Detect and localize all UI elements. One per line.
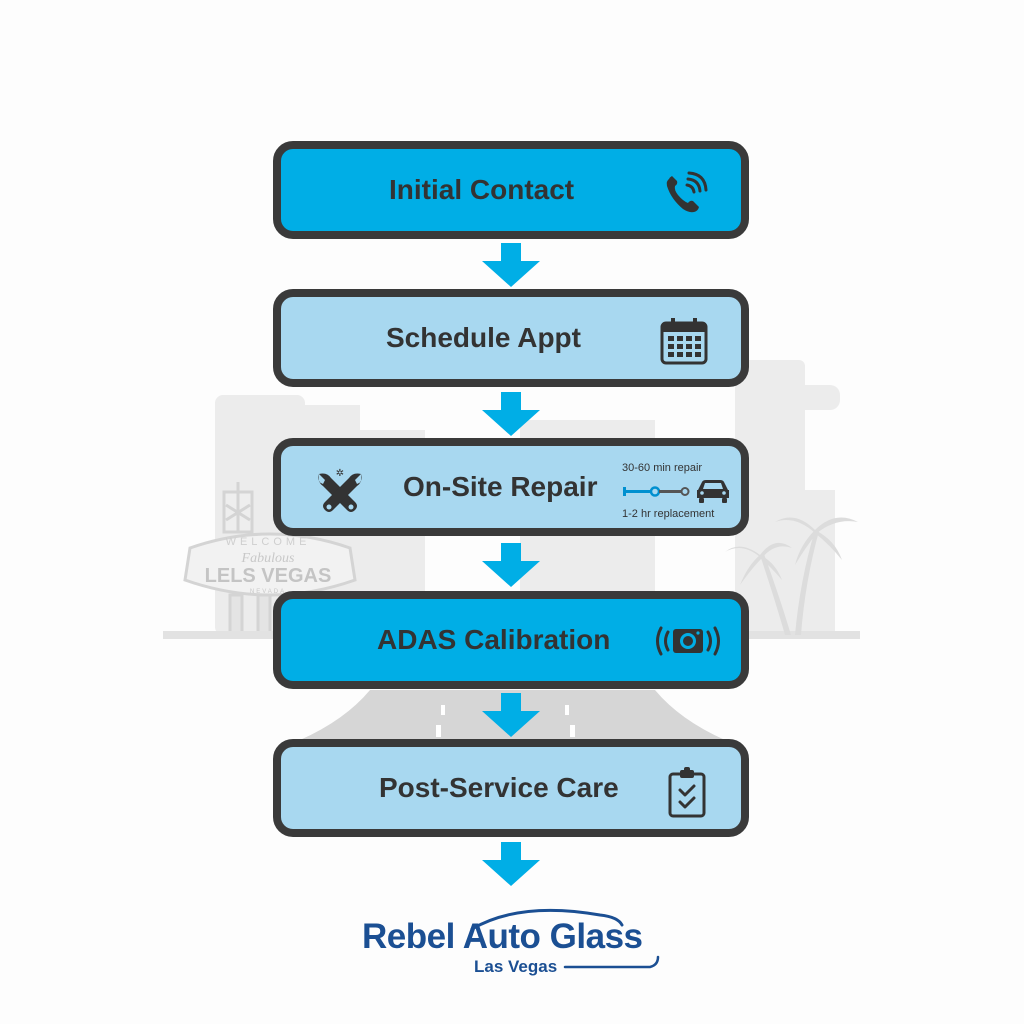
camera-sensor-icon (656, 626, 720, 656)
sign-city-text: LELS VEGAS (205, 565, 332, 587)
step-label: ADAS Calibration (377, 624, 611, 655)
step-adas-calibration: ADAS Calibration (273, 591, 749, 689)
step-label: Initial Contact (389, 174, 575, 205)
step-label: Schedule Appt (386, 322, 581, 353)
step-initial-contact: Initial Contact (273, 141, 749, 239)
flow-arrow (482, 842, 540, 886)
brand-location: Las Vegas (474, 957, 558, 976)
brand-name: Rebel Auto Glass (362, 917, 643, 956)
wrench-cross-icon: ✲ (318, 468, 362, 512)
step-post-service-care: Post-Service Care (273, 739, 749, 837)
step-schedule-appt: Schedule Appt (273, 289, 749, 387)
brand-logo: Rebel Auto Glass Las Vegas (360, 905, 660, 980)
flow-arrow (482, 543, 540, 587)
flow-arrow (482, 693, 540, 737)
timeline-track (623, 480, 729, 503)
timeline-replacement-duration: 1-2 hr replacement (622, 508, 715, 520)
flow-arrow (482, 243, 540, 287)
repair-timeline: 30-60 min repair 1-2 hr replacement (622, 460, 730, 526)
timeline-repair-duration: 30-60 min repair (622, 462, 703, 474)
flow-arrow (482, 392, 540, 436)
svg-text:✲: ✲ (336, 468, 344, 479)
step-label: Post-Service Care (379, 772, 619, 803)
step-label: On-Site Repair (403, 471, 598, 502)
logo-swoosh (470, 908, 660, 969)
calendar-icon (660, 318, 708, 365)
sign-fabulous-text: Fabulous (241, 551, 295, 566)
clipboard-check-icon (668, 767, 706, 818)
sign-welcome-text: WELCOME (226, 536, 311, 548)
step-on-site-repair: ✲ On-Site Repair (273, 438, 749, 536)
phone-ringing-icon (666, 171, 708, 213)
